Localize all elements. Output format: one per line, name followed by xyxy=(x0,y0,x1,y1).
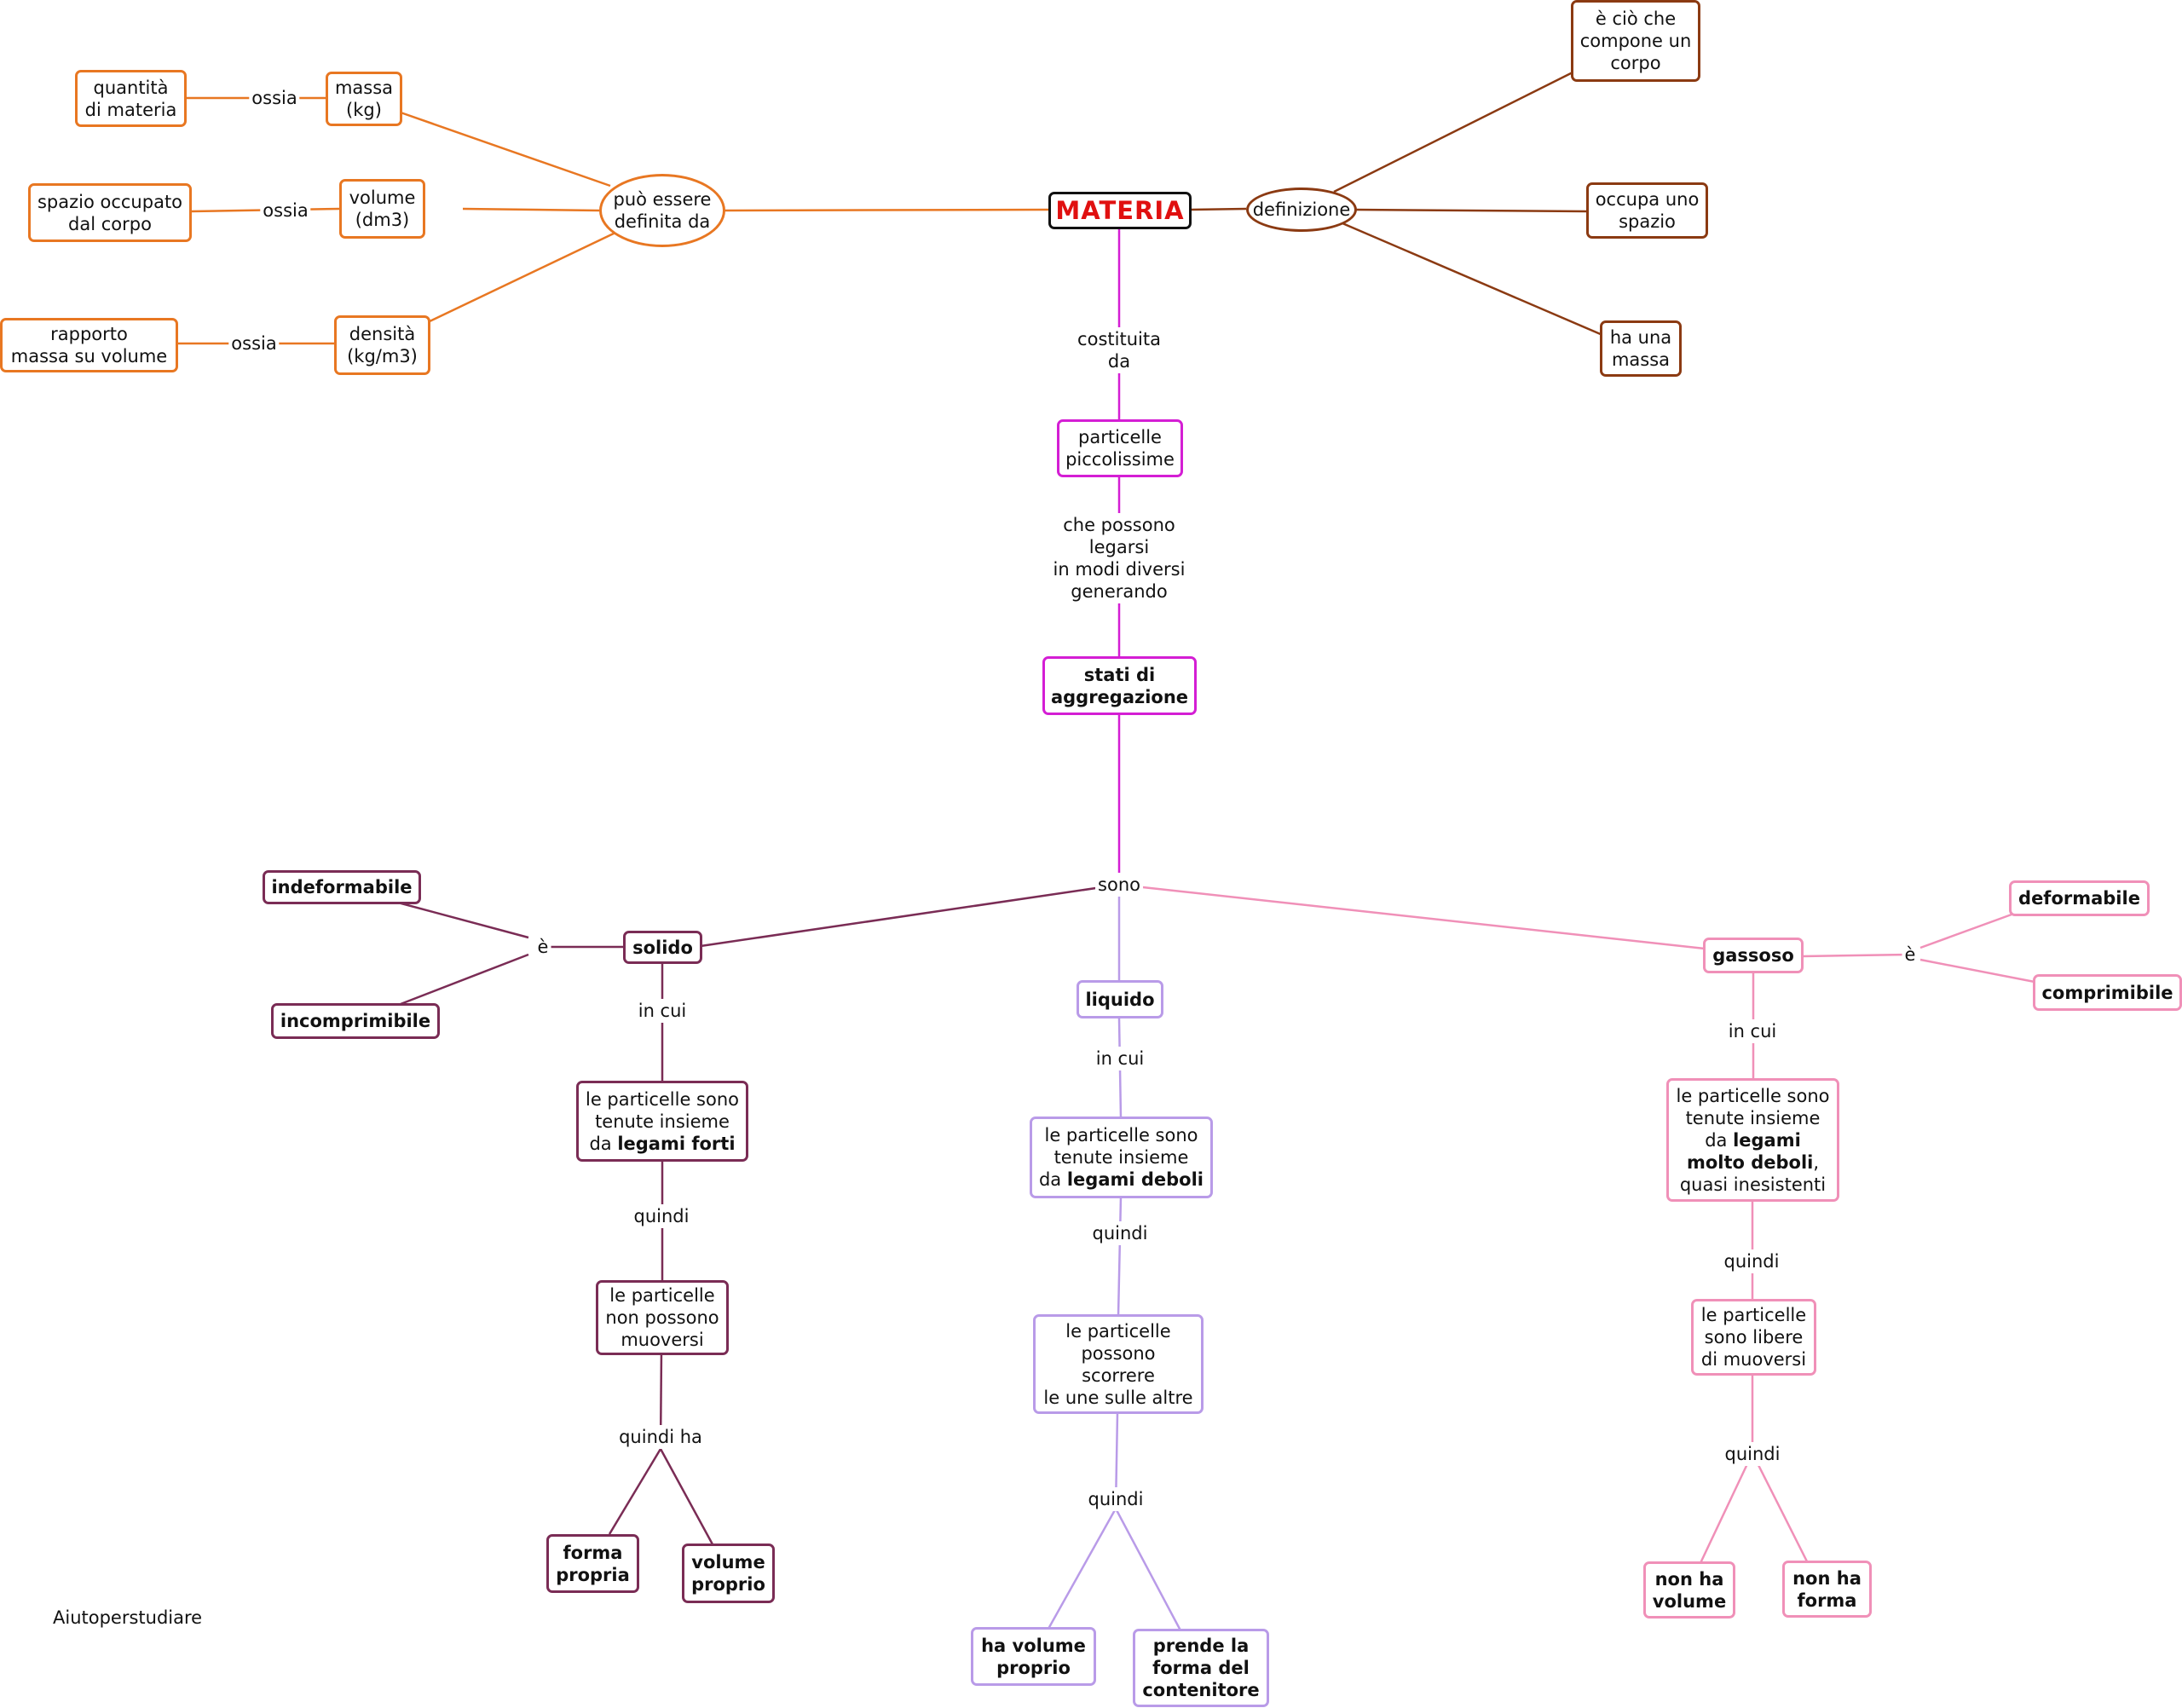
quantita-node: quantità di materia xyxy=(75,70,187,127)
solido-legami-text: le particelle sono tenute insieme da leg… xyxy=(585,1088,739,1154)
credit-text: Aiutoperstudiare xyxy=(53,1607,203,1628)
costituita-label: costituita da xyxy=(1075,327,1163,373)
stati-aggregazione-node: stati di aggregazione xyxy=(1042,656,1197,715)
volume-node: volume (dm3) xyxy=(339,179,425,239)
quindi-ha-solido-label: quindi ha xyxy=(616,1425,705,1449)
che-possono-label: che possono legarsi in modi diversi gene… xyxy=(1050,513,1188,603)
def-compone-node: è ciò che compone un corpo xyxy=(1571,0,1700,82)
non-ha-volume-node: non ha volume xyxy=(1643,1561,1735,1619)
quindi-gassoso-2-label: quindi xyxy=(1722,1442,1783,1466)
quindi-liquido-label: quindi xyxy=(1089,1221,1151,1245)
definizione-node: definizione xyxy=(1246,188,1357,232)
brown-connectors xyxy=(1189,71,1603,337)
liquido-legami-node: le particelle sono tenute insieme da leg… xyxy=(1030,1117,1213,1198)
gassoso-libere-node: le particelle sono libere di muoversi xyxy=(1691,1299,1816,1376)
ossia-label-3: ossia xyxy=(228,332,280,355)
prende-forma-node: prende la forma del contenitore xyxy=(1133,1629,1269,1707)
in-cui-gassoso-label: in cui xyxy=(1725,1019,1780,1043)
in-cui-solido-label: in cui xyxy=(635,999,690,1023)
e-gassoso-label: è xyxy=(1902,943,1919,967)
particelle-node: particelle piccolissime xyxy=(1057,419,1183,477)
plum-connectors xyxy=(397,883,1120,1545)
materia-node: MATERIA xyxy=(1048,192,1192,229)
rapporto-node: rapporto massa su volume xyxy=(0,318,178,372)
sono-label: sono xyxy=(1095,873,1143,897)
forma-propria-node: forma propria xyxy=(546,1534,639,1593)
def-spazio-node: occupa uno spazio xyxy=(1586,182,1708,239)
ossia-label-2: ossia xyxy=(260,199,311,222)
pink-connectors xyxy=(1118,883,2035,1564)
gassoso-legami-text: le particelle sono tenute insieme da leg… xyxy=(1676,1085,1830,1195)
e-solido-label: è xyxy=(534,935,551,959)
liquido-legami-text: le particelle sono tenute insieme da leg… xyxy=(1038,1125,1204,1190)
ha-volume-proprio-node: ha volume proprio xyxy=(971,1627,1096,1686)
non-ha-forma-node: non ha forma xyxy=(1782,1561,1872,1618)
liquido-node: liquido xyxy=(1077,980,1163,1018)
def-massa-node: ha una massa xyxy=(1600,320,1682,377)
solido-legami-node: le particelle sono tenute insieme da leg… xyxy=(576,1081,748,1162)
densita-node: densità (kg/m3) xyxy=(334,315,430,375)
ossia-label-1: ossia xyxy=(249,86,300,110)
comprimibile-node: comprimibile xyxy=(2033,974,2182,1011)
quindi-liquido-2-label: quindi xyxy=(1085,1487,1146,1511)
solido-nonmuov-node: le particelle non possono muoversi xyxy=(596,1280,729,1355)
puo-essere-node: può essere definita da xyxy=(599,174,725,247)
quindi-gassoso-label: quindi xyxy=(1721,1249,1782,1273)
solido-node: solido xyxy=(623,931,702,964)
incomprimibile-node: incomprimibile xyxy=(271,1003,440,1039)
spazio-occupato-node: spazio occupato dal corpo xyxy=(28,183,192,242)
gassoso-legami-node: le particelle sono tenute insieme da leg… xyxy=(1666,1078,1839,1202)
massa-node: massa (kg) xyxy=(326,72,402,126)
in-cui-liquido-label: in cui xyxy=(1093,1047,1147,1070)
quindi-solido-label: quindi xyxy=(631,1204,692,1228)
deformabile-node: deformabile xyxy=(2009,880,2150,916)
liquido-scorrere-node: le particelle possono scorrere le une su… xyxy=(1033,1314,1204,1414)
indeformabile-node: indeformabile xyxy=(263,870,421,904)
gassoso-node: gassoso xyxy=(1703,938,1804,973)
volume-proprio-node: volume proprio xyxy=(682,1544,775,1603)
